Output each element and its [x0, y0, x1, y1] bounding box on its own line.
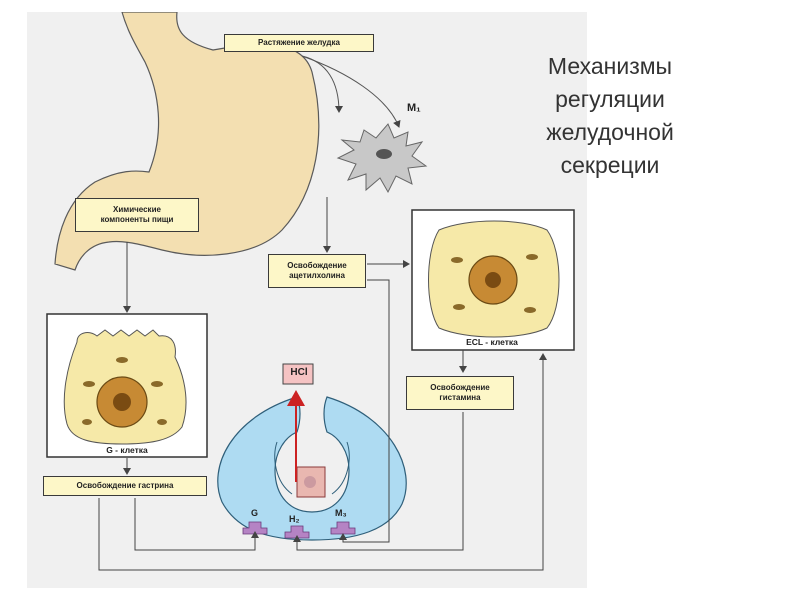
stretch-label: Растяжение желудка [224, 34, 374, 52]
receptor-h2-label: H₂ [289, 514, 300, 524]
hcl-box [282, 363, 314, 385]
histamine-to-h2-arrow [293, 412, 464, 551]
ach-label: Освобождение ацетилхолина [268, 254, 366, 288]
gastrin-to-ecl-arrow [98, 353, 547, 571]
receptor-m3-label: M₃ [335, 508, 347, 518]
stretch-to-neuron-arrow-2 [301, 55, 401, 128]
gastrin-to-g-arrow [134, 498, 259, 551]
histamine-label: Освобождение гистамина [406, 376, 514, 410]
hcl-label: HCl [290, 367, 308, 378]
slide-title: Механизмы регуляции желудочной секреции [546, 53, 674, 178]
gastric-gland-illustration [217, 396, 407, 541]
receptor-g-label: G [251, 508, 259, 518]
diagram-figure: Растяжение желудка Химические компоненты… [27, 11, 587, 588]
food-label: Химические компоненты пищи [75, 198, 199, 232]
m1-label: M₁ [407, 102, 421, 114]
g-cell-illustration [63, 329, 187, 445]
ecl-cell-illustration [428, 220, 560, 338]
nerve-cell-icon [336, 123, 428, 194]
ach-to-m3-arrow [339, 279, 390, 543]
gastrin-label: Освобождение гастрина [43, 476, 207, 496]
eclcell-caption: ECL - клетка [466, 337, 518, 347]
diagram-canvas [27, 11, 587, 588]
gcell-caption: G - клетка [106, 445, 148, 455]
